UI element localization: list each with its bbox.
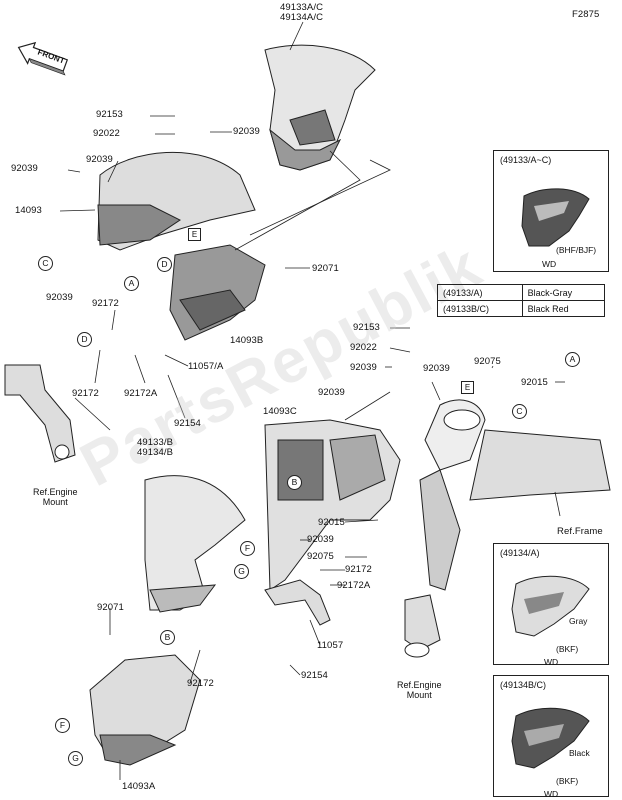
part-92153: 92153 <box>353 322 380 333</box>
lower-panel-a-shape <box>89 654 201 766</box>
part-92075: 92075 <box>307 551 334 562</box>
bracket-11057-shape <box>264 579 331 626</box>
part-49133AC: 49133A/C <box>280 2 324 13</box>
part-14093A: 14093A <box>122 781 156 792</box>
inset-title: (49134/A) <box>500 548 540 558</box>
part-92039: 92039 <box>423 363 450 374</box>
part-49134AC: 49134A/C <box>280 12 324 23</box>
callout-d: D <box>157 257 172 272</box>
inset-title: (49134B/C) <box>500 680 547 690</box>
leader-lines <box>59 21 565 780</box>
callout-g: G <box>234 564 249 579</box>
table-cell: Black Red <box>521 300 606 317</box>
part-92015: 92015 <box>318 517 345 528</box>
callout-c: C <box>512 404 527 419</box>
frame-shape <box>419 399 611 591</box>
inset-title: (49133/A~C) <box>500 155 552 165</box>
part-92015: 92015 <box>521 377 548 388</box>
engine-mount-bracket-right-shape <box>404 594 441 658</box>
table-cell: Black-Gray <box>521 284 606 301</box>
part-92039: 92039 <box>86 154 113 165</box>
part-11057A: 11057/A <box>188 361 224 372</box>
callout-b: B <box>160 630 175 645</box>
top-cowl-shape <box>264 44 376 171</box>
callout-f: F <box>55 718 70 733</box>
inset-cowl-icon <box>511 707 590 769</box>
part-92172A: 92172A <box>337 580 371 591</box>
callout-a: A <box>565 352 580 367</box>
part-92039: 92039 <box>46 292 73 303</box>
part-92039: 92039 <box>233 126 260 137</box>
part-92022: 92022 <box>350 342 377 353</box>
part-92172: 92172 <box>187 678 214 689</box>
engine-mount-bracket-left-shape <box>4 364 76 463</box>
table-row: (49133/A) Black-Gray <box>437 284 606 301</box>
part-11057: 11057 <box>317 640 344 651</box>
part-49133B: 49133/B <box>137 437 174 448</box>
part-92039: 92039 <box>11 163 38 174</box>
inset-footer: WD <box>544 789 559 799</box>
inset-49134BC-variant: (49134B/C) Black (BKF) WD <box>493 675 609 799</box>
inset-color: Black <box>569 748 590 758</box>
table-cell: (49133B/C) <box>437 300 523 317</box>
part-14093C: 14093C <box>263 406 297 417</box>
callout-c: C <box>38 256 53 271</box>
part-49134B: 49134/B <box>137 447 174 458</box>
part-92154: 92154 <box>301 670 328 681</box>
inset-color: Gray <box>569 616 588 626</box>
diagram-code: F2875 <box>572 9 600 20</box>
inset-variant: (BKF) <box>556 644 579 654</box>
callout-e: E <box>188 228 201 241</box>
inset-variant: (BHF/BJF) <box>556 245 597 255</box>
part-14093: 14093 <box>15 205 42 216</box>
inset-49133-variant: (49133/A~C) (BHF/BJF) WD <box>493 150 609 272</box>
inset-cowl-icon <box>511 575 590 637</box>
callout-g: G <box>68 751 83 766</box>
part-92039: 92039 <box>318 387 345 398</box>
inset-cowl-icon <box>521 188 590 247</box>
inner-panel-b-shape <box>169 244 266 341</box>
inset-footer: WD <box>544 657 559 667</box>
callout-d: D <box>77 332 92 347</box>
inset-variant: (BKF) <box>556 776 579 786</box>
part-92039: 92039 <box>350 362 377 373</box>
upper-inner-panel-shape <box>97 151 256 251</box>
color-table: (49133/A) Black-Gray (49133B/C) Black Re… <box>437 284 606 317</box>
callout-e: E <box>461 381 474 394</box>
part-92153: 92153 <box>96 109 123 120</box>
part-92172: 92172 <box>345 564 372 575</box>
part-92172: 92172 <box>92 298 119 309</box>
inset-footer: WD <box>542 259 557 269</box>
part-92075: 92075 <box>474 356 501 367</box>
side-cowl-b-shape <box>144 475 246 613</box>
center-panel-c-shape <box>264 419 401 591</box>
ref-frame: Ref.Frame <box>557 526 603 537</box>
callout-b: B <box>287 475 302 490</box>
callout-f: F <box>240 541 255 556</box>
callout-a: A <box>124 276 139 291</box>
table-cell: (49133/A) <box>437 284 523 301</box>
part-92172: 92172 <box>72 388 99 399</box>
table-row: (49133B/C) Black Red <box>437 300 606 317</box>
part-92154: 92154 <box>174 418 201 429</box>
part-14093B: 14093B <box>230 335 264 346</box>
part-92071: 92071 <box>97 602 124 613</box>
part-92039: 92039 <box>307 534 334 545</box>
part-92172A: 92172A <box>124 388 158 399</box>
part-92071: 92071 <box>312 263 339 274</box>
front-arrow-icon <box>17 41 69 76</box>
part-92022: 92022 <box>93 128 120 139</box>
inset-49134A-variant: (49134/A) Gray (BKF) WD <box>493 543 609 667</box>
